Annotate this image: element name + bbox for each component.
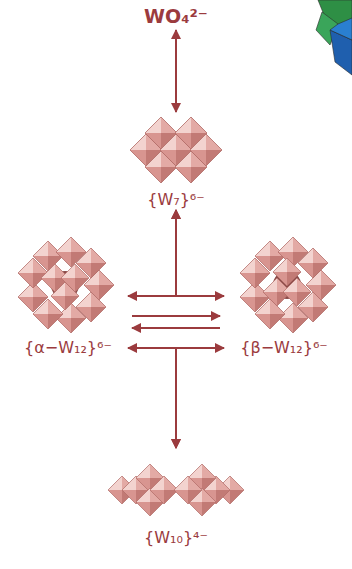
equilibrium-arrow — [128, 210, 176, 296]
species-node: {α−W₁₂}⁶⁻ — [8, 238, 128, 358]
octahedron — [174, 476, 202, 504]
octahedron — [278, 303, 308, 333]
w7-label: {W₇}⁶⁻ — [147, 190, 204, 210]
octahedron — [175, 151, 207, 183]
label-holder: {β−W₁₂}⁶⁻ — [224, 338, 344, 358]
species-node: {W₁₀}⁴⁻ — [116, 448, 236, 548]
alpha-w12-label: {α−W₁₂}⁶⁻ — [24, 338, 112, 358]
w10-cluster — [108, 464, 244, 516]
monomer-label: WO₄²⁻ — [144, 4, 208, 28]
equilibrium-arrow — [176, 210, 224, 296]
octahedron — [33, 241, 63, 271]
octahedron — [283, 278, 311, 306]
arrow-line — [128, 348, 176, 448]
alpha-w12-cluster — [18, 237, 114, 333]
label-holder: {α−W₁₂}⁶⁻ — [8, 338, 128, 358]
octahedron — [56, 303, 86, 333]
illustration-space — [8, 238, 128, 338]
label-holder: WO₄²⁻ — [136, 4, 216, 28]
label-holder: {W₇}⁶⁻ — [116, 190, 236, 210]
equilibrium-arrow — [176, 348, 224, 448]
arrow-line — [176, 210, 224, 296]
equilibrium-arrow — [176, 30, 177, 112]
beta-w12-label: {β−W₁₂}⁶⁻ — [240, 338, 327, 358]
octahedron — [150, 476, 178, 504]
octahedron — [298, 248, 328, 278]
species-node: {β−W₁₂}⁶⁻ — [224, 238, 344, 358]
illustration-space — [224, 238, 344, 338]
arrow-line — [175, 30, 177, 112]
arrow-line — [128, 210, 176, 296]
arrow-line — [176, 348, 224, 448]
label-holder: {W₁₀}⁴⁻ — [116, 528, 236, 548]
equilibrium-arrow — [132, 316, 220, 328]
illustration-space — [116, 112, 236, 190]
species-node: {W₇}⁶⁻ — [116, 112, 236, 210]
equilibrium-arrow — [128, 348, 176, 448]
beta-w12-cluster — [240, 237, 336, 333]
octahedron — [51, 282, 79, 310]
blue-polyhedron — [330, 18, 352, 40]
octahedron — [145, 151, 177, 183]
w7-cluster — [130, 117, 222, 183]
species-node: WO₄²⁻ — [136, 4, 216, 28]
illustration-space — [116, 448, 236, 528]
arrow-line — [132, 315, 220, 317]
w10-label: {W₁₀}⁴⁻ — [144, 528, 208, 548]
arrow-line — [132, 327, 220, 329]
corner-polyhedra — [316, 0, 352, 75]
